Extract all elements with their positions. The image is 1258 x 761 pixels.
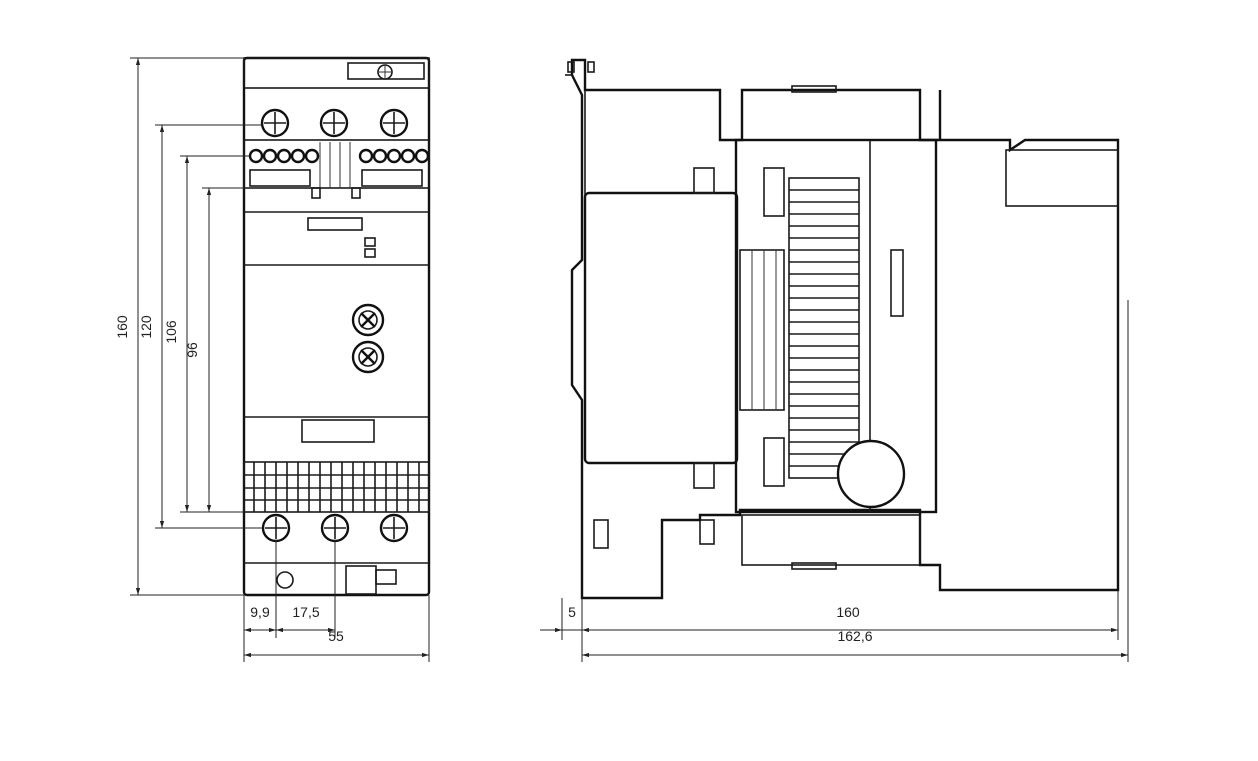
potentiometer-dials [351, 303, 385, 374]
control-terminal-block [243, 139, 430, 199]
status-led [307, 217, 363, 231]
front-view: 160 120 106 96 9,9 17,5 55 [114, 56, 431, 662]
side-horizontal-dimensions [540, 300, 1129, 662]
heatsink-fins [788, 177, 860, 479]
dim-height-96: 96 [184, 342, 200, 358]
din-rail-clip [570, 58, 1120, 600]
top-terminal-screws [260, 108, 409, 138]
dim-height-120: 120 [138, 315, 154, 339]
side-view: 5 160 162,6 [540, 58, 1129, 662]
dim-depth-160: 160 [836, 604, 860, 620]
vent-slots [243, 461, 430, 513]
side-control-plug [583, 191, 739, 465]
dim-offset-9-9: 9,9 [250, 604, 270, 620]
bottom-fan [836, 439, 906, 509]
dim-depth-162-6: 162,6 [837, 628, 872, 644]
dim-rail-offset: 5 [568, 604, 576, 620]
dim-pitch-17-5: 17,5 [292, 604, 319, 620]
front-horizontal-dimensions [243, 540, 430, 662]
dim-total-height: 160 [114, 315, 130, 339]
dim-height-106: 106 [163, 320, 179, 344]
dim-width: 55 [328, 628, 344, 644]
front-vertical-dimensions [130, 57, 262, 596]
bottom-mounting-hole [276, 571, 294, 589]
side-housing [734, 138, 938, 514]
bottom-terminal-screws [261, 513, 409, 543]
